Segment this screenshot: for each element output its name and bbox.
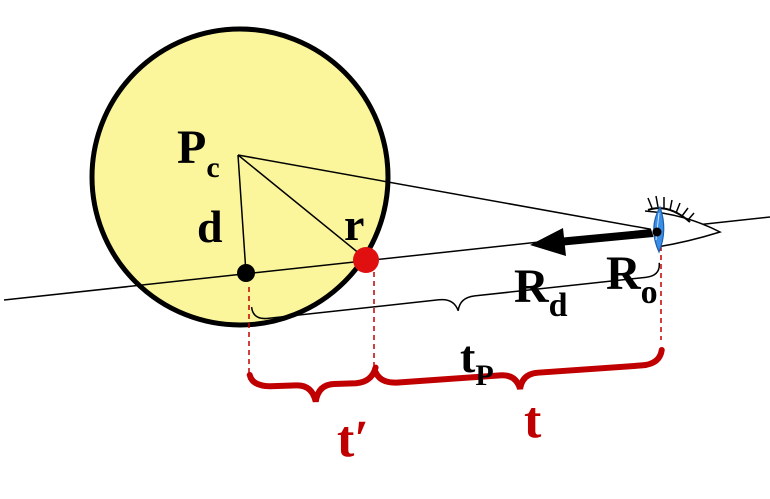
tp-label: tP: [460, 331, 494, 392]
center-to-origin-line: [237, 154, 656, 231]
distance-segment: [237, 154, 247, 274]
radius-segment: [237, 154, 367, 260]
hit-point: [353, 247, 379, 273]
distance-label: d: [197, 201, 223, 252]
origin-label: Ro: [606, 247, 658, 311]
t-prime-label: t′: [337, 411, 369, 468]
t-label: t: [524, 392, 542, 449]
closest-point: [237, 264, 255, 282]
direction-label: Rd: [514, 260, 568, 324]
center-label: Pc: [177, 121, 220, 184]
t-brace: [372, 346, 665, 390]
eye-icon: [644, 195, 722, 254]
tp-brace: [250, 262, 661, 320]
radius-label: r: [344, 199, 364, 250]
t-prime-brace: [246, 364, 379, 403]
direction-arrow-icon: [530, 228, 654, 256]
